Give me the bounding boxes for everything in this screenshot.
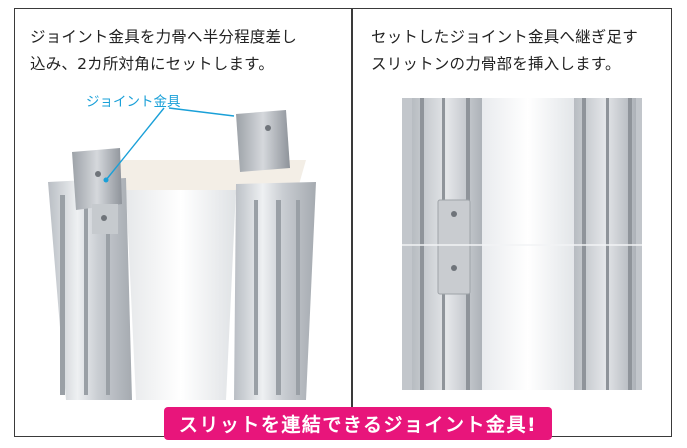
panel-divider	[351, 8, 353, 418]
joint-bracket-illustration	[48, 107, 316, 400]
left-caption-line-1: ジョイント金具を力骨へ半分程度差し	[30, 28, 297, 46]
joint-bracket-callout: ジョイント金具	[86, 94, 181, 110]
left-caption: ジョイント金具を力骨へ半分程度差し 込み、2カ所対角にセットします。	[30, 24, 297, 78]
headline-banner-text: スリットを連結できるジョイント金具!	[178, 414, 538, 436]
rail-insertion-illustration	[402, 98, 642, 390]
left-caption-line-2: 込み、2カ所対角にセットします。	[30, 55, 275, 73]
right-caption: セットしたジョイント金具へ継ぎ足す スリットンの力骨部を挿入します。	[371, 24, 638, 78]
right-caption-line-1: セットしたジョイント金具へ継ぎ足す	[371, 28, 638, 46]
headline-banner: スリットを連結できるジョイント金具!	[164, 407, 552, 440]
right-caption-line-2: スリットンの力骨部を挿入します。	[371, 55, 621, 73]
